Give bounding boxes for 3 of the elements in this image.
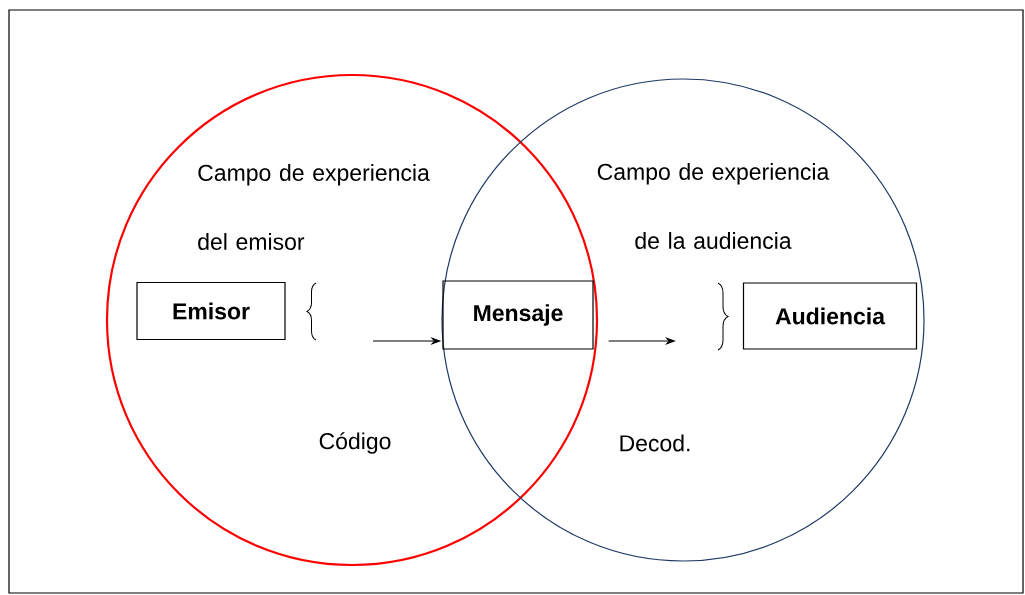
text-box: Emisor	[136, 281, 286, 341]
text-box: Mensaje	[442, 280, 594, 350]
text-box: Audiencia	[742, 282, 918, 350]
